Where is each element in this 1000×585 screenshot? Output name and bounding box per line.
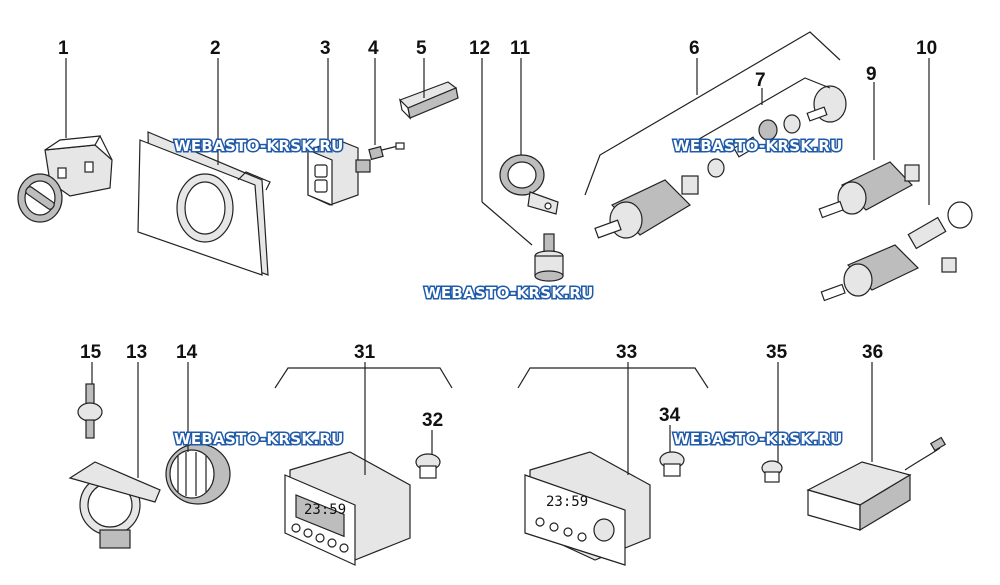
leader-lines [65, 31, 930, 478]
part-34-bulb [659, 451, 685, 477]
part-32-bulb [415, 453, 441, 479]
label-14: 14 [176, 342, 198, 363]
watermarks: WEBASTO-KRSK.RU WEBASTO-KRSK.RU WEBASTO-… [173, 136, 844, 450]
label-1: 1 [58, 38, 69, 59]
part-11-clamp [499, 154, 559, 215]
label-34: 34 [659, 405, 681, 426]
watermark-2: WEBASTO-KRSK.RU [673, 137, 843, 155]
part-13-pipe-clamp [68, 461, 161, 549]
label-35: 35 [766, 342, 788, 363]
label-3: 3 [320, 38, 331, 59]
part-numbers: 1 2 3 4 5 12 11 6 7 9 10 15 13 14 31 32 … [58, 38, 937, 431]
label-13: 13 [126, 342, 147, 363]
label-10: 10 [916, 38, 937, 59]
label-31: 31 [354, 342, 376, 363]
label-15: 15 [80, 342, 102, 363]
label-32: 32 [422, 410, 443, 431]
part-6-fuel-pump [594, 175, 699, 239]
watermark-5: WEBASTO-KRSK.RU [673, 430, 843, 448]
label-36: 36 [862, 342, 883, 363]
part-31-timer: 23:59 [284, 451, 411, 566]
label-6: 6 [689, 38, 700, 59]
part-15-rubber-mount [77, 383, 103, 439]
watermark-1: WEBASTO-KRSK.RU [174, 137, 344, 155]
part-4-connector [368, 142, 405, 161]
label-4: 4 [368, 38, 379, 59]
label-2: 2 [210, 38, 221, 59]
label-7: 7 [755, 70, 766, 91]
part-7-fittings [707, 85, 847, 178]
watermark-3: WEBASTO-KRSK.RU [424, 284, 594, 302]
label-11: 11 [510, 38, 531, 59]
part-12-rubber-mount [534, 233, 564, 282]
part-14-sleeve [165, 443, 231, 505]
timer-33-display: 23:59 [546, 494, 588, 510]
part-36-cover-harness [806, 436, 947, 532]
part-1-rotary-switch [17, 135, 113, 223]
label-33: 33 [616, 342, 637, 363]
part-10-fuel-pump-damper [820, 201, 973, 302]
label-9: 9 [866, 64, 877, 85]
label-12: 12 [469, 38, 490, 59]
part-9-fuel-pump [818, 161, 920, 219]
watermark-4: WEBASTO-KRSK.RU [174, 430, 344, 448]
part-3-switch [307, 139, 371, 206]
part-5-fuse-holder [398, 81, 459, 120]
part-35-bulb [761, 460, 783, 483]
label-5: 5 [416, 38, 427, 59]
part-2-control-panel [137, 131, 271, 276]
timer-31-display: 23:59 [304, 502, 346, 518]
part-33-timer: 23:59 [524, 451, 651, 566]
